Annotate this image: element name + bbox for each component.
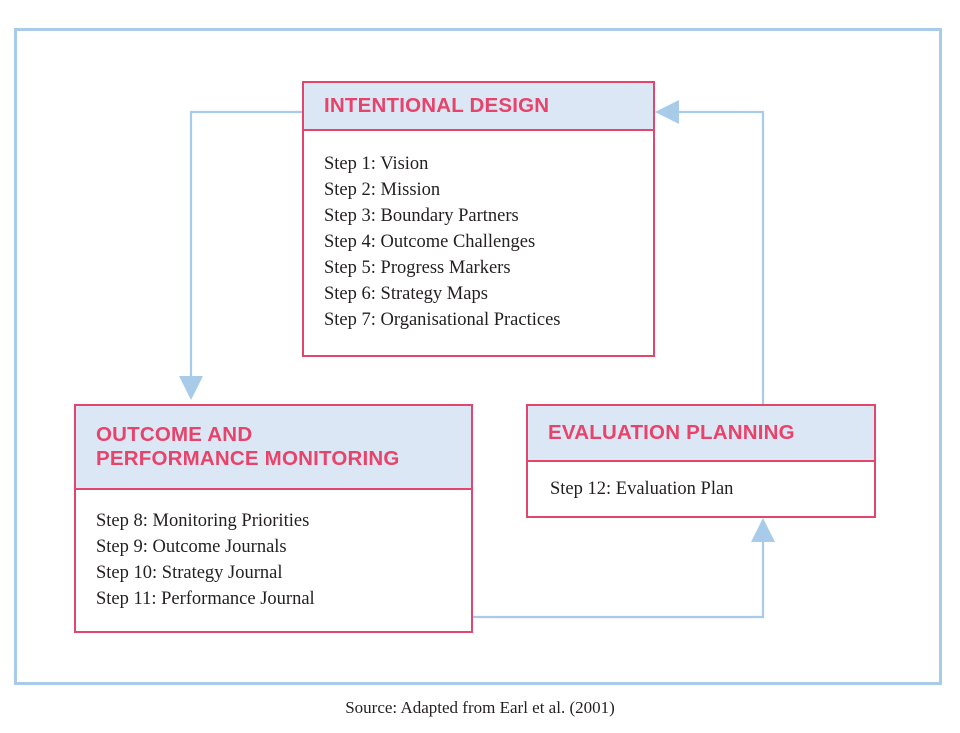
- step-item: Step 11: Performance Journal: [96, 589, 315, 609]
- step-item: Step 4: Outcome Challenges: [324, 232, 536, 252]
- figure-source-caption: Source: Adapted from Earl et al. (2001): [345, 698, 615, 717]
- step-item: Step 6: Strategy Maps: [324, 284, 488, 304]
- step-item: Step 3: Boundary Partners: [324, 206, 519, 226]
- box-intentional-design-header: INTENTIONAL DESIGN: [304, 83, 653, 131]
- box-evaluation-planning-steps: Step 12: Evaluation Plan: [528, 462, 874, 502]
- box-evaluation-planning-title: EVALUATION PLANNING: [548, 420, 795, 444]
- box-outcome-monitoring: OUTCOME AND PERFORMANCE MONITORING Step …: [74, 404, 473, 633]
- box-outcome-monitoring-title-line-1: OUTCOME AND: [96, 422, 253, 446]
- box-intentional-design-steps: Step 1: Vision Step 2: Mission Step 3: B…: [304, 131, 653, 333]
- step-item: Step 5: Progress Markers: [324, 258, 511, 278]
- box-intentional-design-title: INTENTIONAL DESIGN: [324, 93, 550, 117]
- step-item: Step 8: Monitoring Priorities: [96, 511, 310, 531]
- step-item: Step 10: Strategy Journal: [96, 563, 283, 583]
- step-item: Step 2: Mission: [324, 180, 441, 200]
- box-intentional-design: INTENTIONAL DESIGN Step 1: Vision Step 2…: [302, 81, 655, 357]
- box-outcome-monitoring-header: OUTCOME AND PERFORMANCE MONITORING: [76, 406, 471, 490]
- step-item: Step 12: Evaluation Plan: [550, 479, 734, 499]
- box-evaluation-planning-header: EVALUATION PLANNING: [528, 406, 874, 462]
- box-outcome-monitoring-title-line-2: PERFORMANCE MONITORING: [96, 447, 400, 470]
- box-outcome-monitoring-steps: Step 8: Monitoring Priorities Step 9: Ou…: [76, 490, 471, 612]
- step-item: Step 7: Organisational Practices: [324, 310, 561, 330]
- step-item: Step 9: Outcome Journals: [96, 537, 287, 557]
- box-evaluation-planning: EVALUATION PLANNING Step 12: Evaluation …: [526, 404, 876, 518]
- step-item: Step 1: Vision: [324, 154, 429, 174]
